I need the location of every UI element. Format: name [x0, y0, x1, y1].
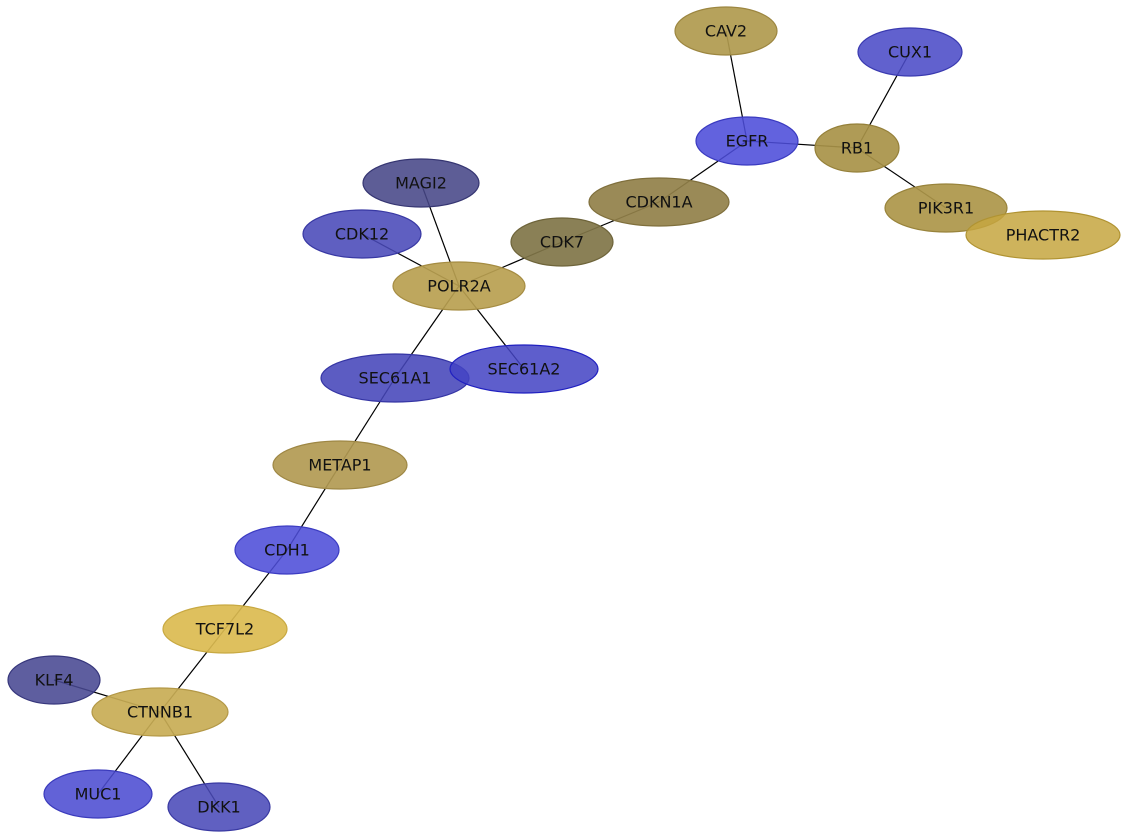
node-shape-cdk7 [510, 217, 614, 267]
node-cdh1[interactable]: CDH1 [234, 525, 340, 575]
node-shape-phactr2 [965, 210, 1121, 260]
node-shape-pik3r1 [884, 183, 1008, 233]
node-label-sec61a1: SEC61A1 [359, 369, 432, 388]
node-shape-tcf7l2 [162, 604, 288, 654]
node-label-cux1: CUX1 [888, 43, 932, 62]
node-label-sec61a2: SEC61A2 [488, 360, 561, 379]
node-pik3r1[interactable]: PIK3R1 [884, 183, 1008, 233]
node-label-tcf7l2: TCF7L2 [195, 620, 254, 639]
node-label-cdkn1a: CDKN1A [625, 193, 692, 212]
node-shape-polr2a [392, 261, 526, 311]
node-label-klf4: KLF4 [35, 671, 74, 690]
node-muc1[interactable]: MUC1 [43, 769, 153, 819]
node-shape-cdkn1a [588, 177, 730, 227]
node-label-rb1: RB1 [841, 139, 873, 158]
node-dkk1[interactable]: DKK1 [167, 782, 271, 832]
node-shape-dkk1 [167, 782, 271, 832]
node-label-cdh1: CDH1 [264, 541, 310, 560]
node-label-dkk1: DKK1 [197, 798, 240, 817]
node-shape-metap1 [272, 440, 408, 490]
node-shape-cav2 [674, 6, 778, 56]
node-ctnnb1[interactable]: CTNNB1 [91, 687, 229, 737]
node-cdkn1a[interactable]: CDKN1A [588, 177, 730, 227]
node-klf4[interactable]: KLF4 [7, 655, 101, 705]
node-label-ctnnb1: CTNNB1 [127, 703, 193, 722]
node-shape-sec61a2 [449, 344, 599, 394]
node-cdk7[interactable]: CDK7 [510, 217, 614, 267]
node-label-muc1: MUC1 [75, 785, 122, 804]
node-label-cdk7: CDK7 [540, 233, 584, 252]
node-label-cdk12: CDK12 [335, 225, 389, 244]
node-shape-egfr [695, 116, 799, 166]
node-label-egfr: EGFR [726, 132, 769, 151]
node-label-magi2: MAGI2 [395, 174, 447, 193]
node-shape-cux1 [857, 27, 963, 77]
node-label-pik3r1: PIK3R1 [918, 199, 974, 218]
node-magi2[interactable]: MAGI2 [362, 158, 480, 208]
node-egfr[interactable]: EGFR [695, 116, 799, 166]
node-shape-cdk12 [302, 209, 422, 259]
node-cdk12[interactable]: CDK12 [302, 209, 422, 259]
node-label-metap1: METAP1 [308, 456, 371, 475]
node-polr2a[interactable]: POLR2A [392, 261, 526, 311]
node-shape-ctnnb1 [91, 687, 229, 737]
node-metap1[interactable]: METAP1 [272, 440, 408, 490]
node-sec61a1[interactable]: SEC61A1 [320, 353, 470, 403]
node-label-phactr2: PHACTR2 [1006, 226, 1081, 245]
node-label-cav2: CAV2 [705, 22, 747, 41]
node-cav2[interactable]: CAV2 [674, 6, 778, 56]
node-shape-rb1 [814, 123, 900, 173]
node-sec61a2[interactable]: SEC61A2 [449, 344, 599, 394]
node-shape-magi2 [362, 158, 480, 208]
node-shape-muc1 [43, 769, 153, 819]
node-rb1[interactable]: RB1 [814, 123, 900, 173]
node-shape-cdh1 [234, 525, 340, 575]
node-shape-klf4 [7, 655, 101, 705]
node-label-polr2a: POLR2A [427, 277, 490, 296]
node-tcf7l2[interactable]: TCF7L2 [162, 604, 288, 654]
node-cux1[interactable]: CUX1 [857, 27, 963, 77]
node-phactr2[interactable]: PHACTR2 [965, 210, 1121, 260]
